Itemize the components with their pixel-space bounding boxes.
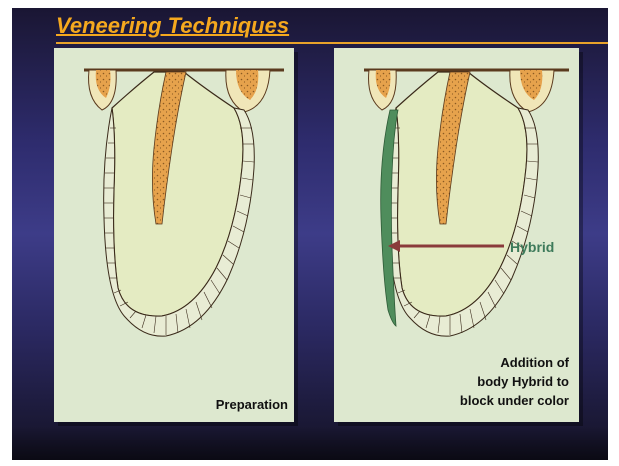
preparation-caption: Preparation (216, 397, 288, 412)
caption-line-1: Addition of (460, 353, 569, 372)
caption-line-2-pre: body (477, 374, 512, 389)
caption-line-2: body Hybrid to (460, 372, 569, 391)
slide-title: Veneering Techniques (56, 13, 289, 39)
hybrid-addition-caption: Addition of body Hybrid to block under c… (460, 353, 569, 410)
preparation-panel: Preparation (54, 48, 294, 422)
caption-line-2-post: to (553, 374, 569, 389)
slide: Veneering Techniques (12, 8, 608, 460)
caption-line-3: block under color (460, 391, 569, 410)
slide-bottom-bar (12, 426, 608, 460)
hybrid-addition-panel: Hybrid Addition of body Hybrid to block … (334, 48, 579, 422)
caption-line-2-bold: Hybrid (512, 374, 553, 389)
title-underline-rule (56, 42, 608, 44)
hybrid-annotation-label: Hybrid (510, 239, 554, 255)
preparation-tooth-illustration (54, 48, 294, 422)
